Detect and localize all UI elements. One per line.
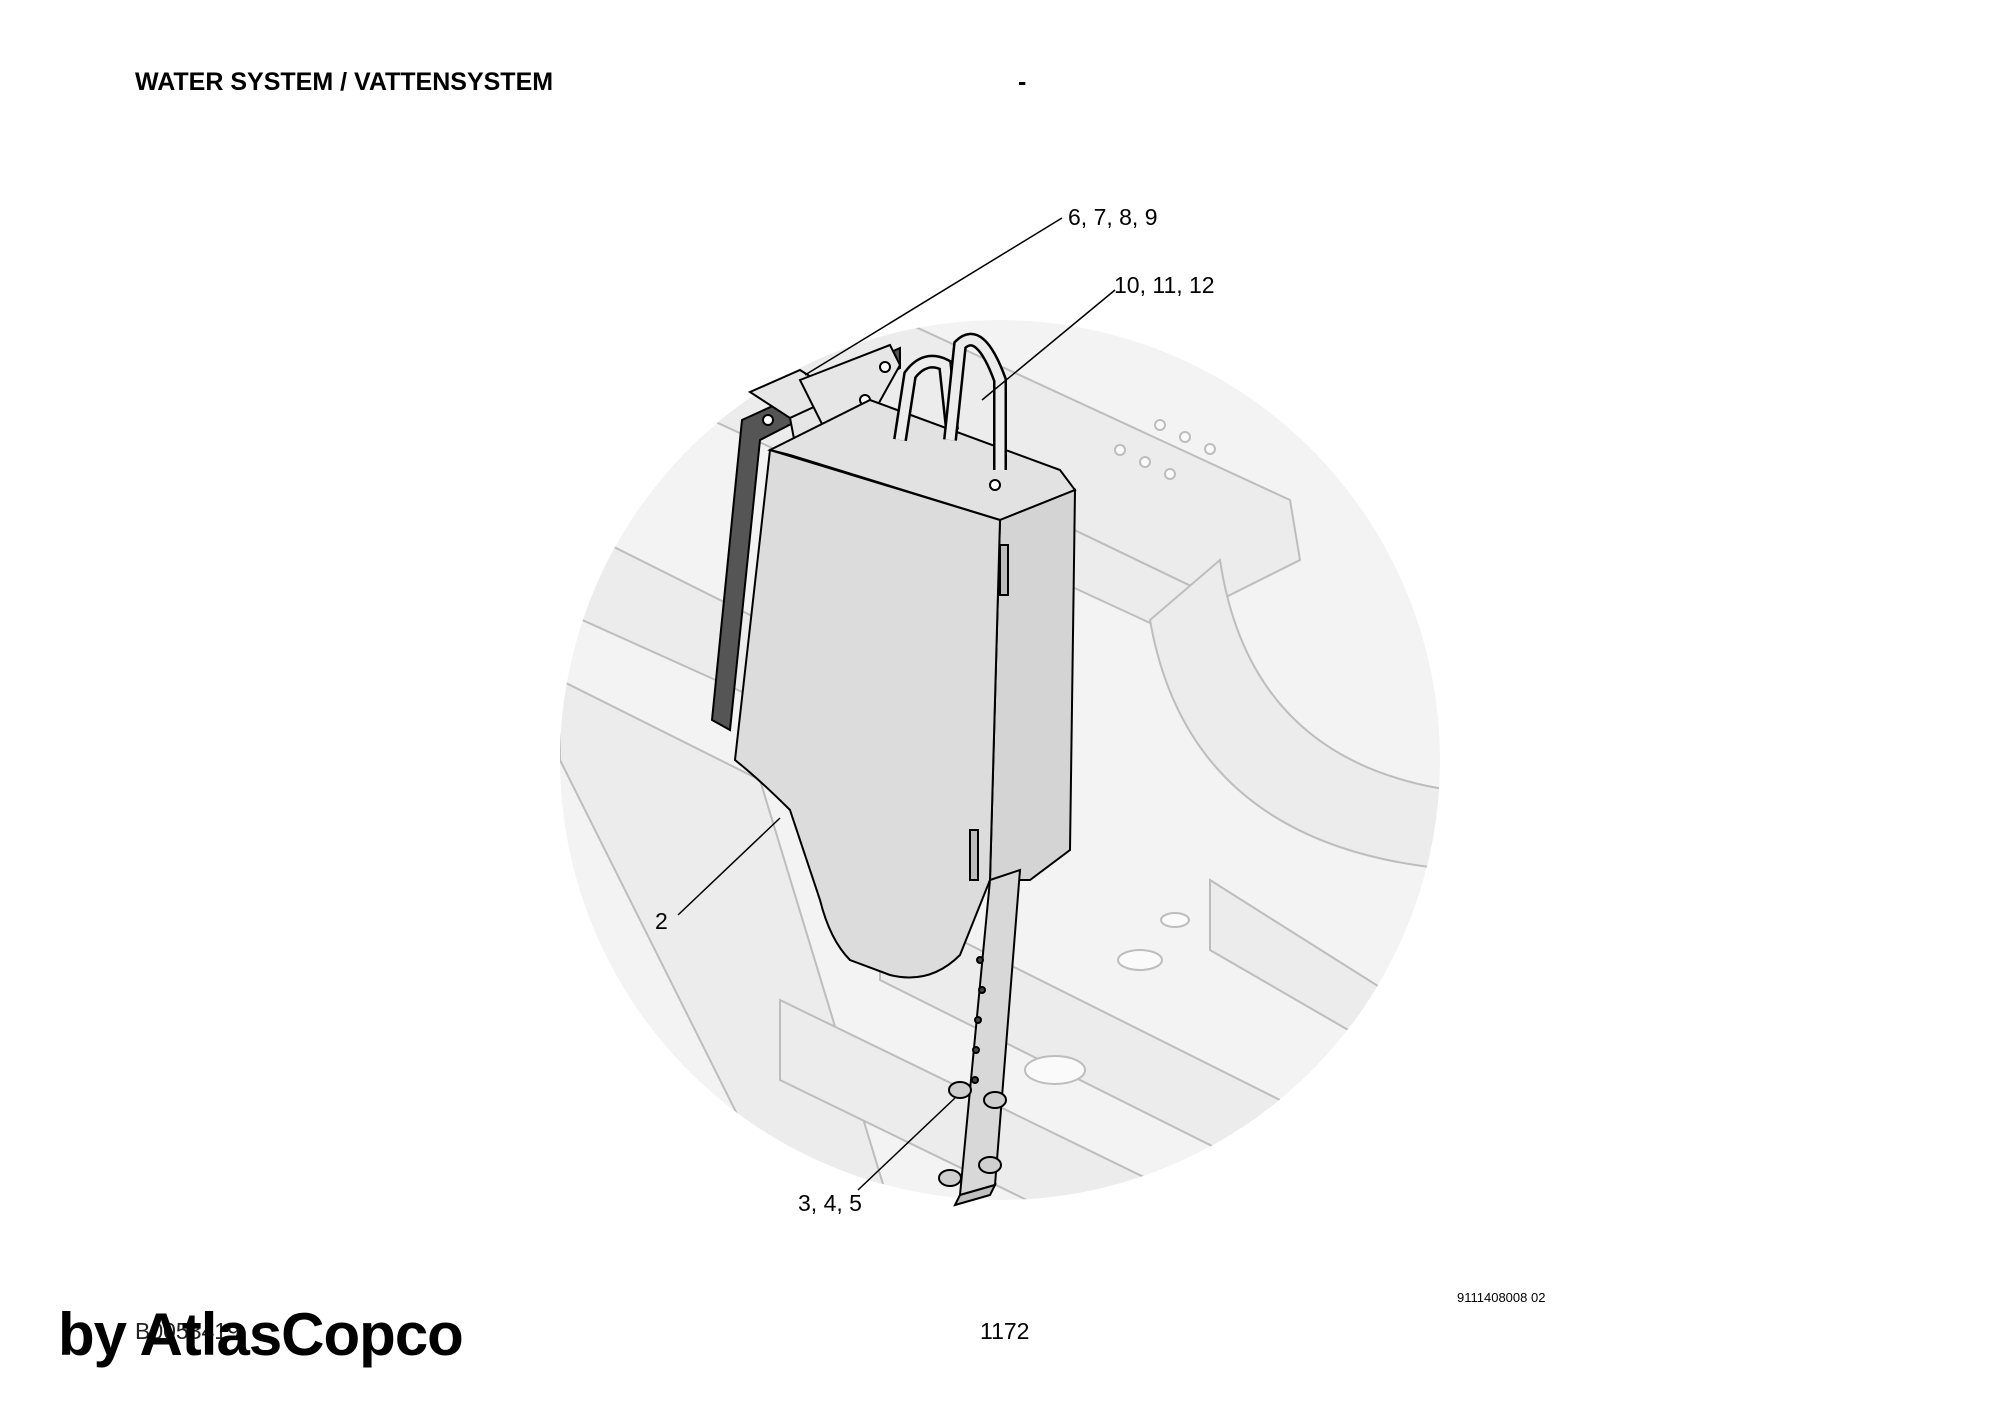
callout-10-11-12: 10, 11, 12 [1114, 272, 1215, 298]
callout-3-4-5: 3, 4, 5 [798, 1190, 862, 1216]
title-separator: - [1018, 68, 1027, 96]
leader-lines [677, 217, 1116, 1191]
watermark-text: by AtlasCopco [58, 1301, 464, 1368]
page-number: 1172 [980, 1318, 1030, 1344]
gasket-plate [710, 346, 901, 732]
water-tank [733, 332, 1077, 979]
page-title: WATER SYSTEM / VATTENSYSTEM [135, 68, 554, 96]
callout-6-7-8-9: 6, 7, 8, 9 [1068, 204, 1158, 230]
water-fittings [938, 1081, 1007, 1187]
document-number: 9111408008 02 [1457, 1290, 1546, 1305]
reference-code: B0053419 [135, 1318, 240, 1344]
callout-2: 2 [655, 908, 668, 934]
